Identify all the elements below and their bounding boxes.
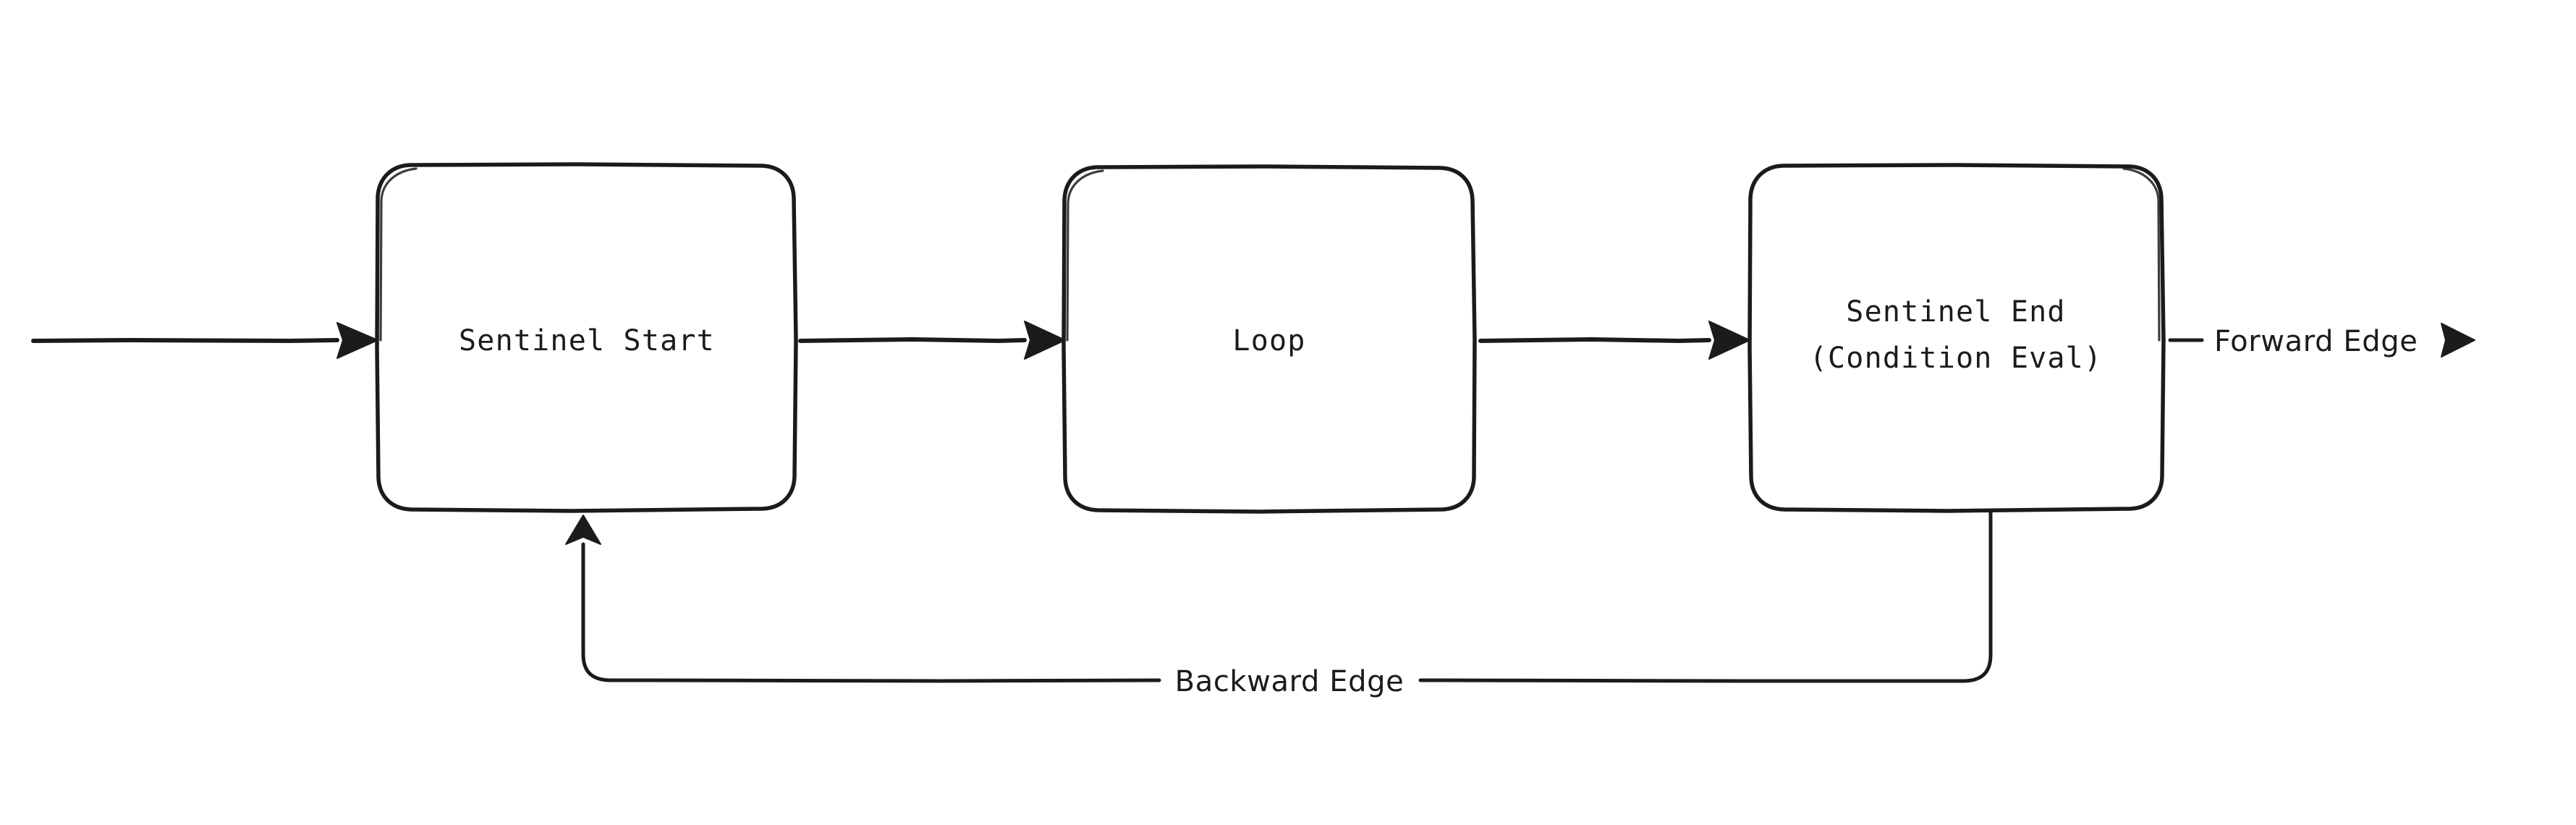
sentinel-end-shape xyxy=(1747,163,2166,513)
loop-to-end-line xyxy=(1478,337,1711,343)
sentinel-start-label: Sentinel Start xyxy=(459,324,715,358)
edge-start-to-loop[interactable] xyxy=(798,321,1066,360)
forward-edge-label: Forward Edge xyxy=(2214,325,2418,358)
sentinel-start-sketch-accent xyxy=(379,167,418,342)
edge-backward[interactable]: Backward Edge xyxy=(565,509,1993,698)
backward-edge-right-segment xyxy=(1418,509,1993,683)
entry-edge-line xyxy=(31,338,339,343)
start-to-loop-arrowhead xyxy=(1024,321,1066,360)
loop-sketch-accent xyxy=(1066,169,1104,342)
sentinel-end-label-line2: (Condition Eval) xyxy=(1810,342,2103,375)
edge-forward[interactable]: Forward Edge xyxy=(2168,323,2475,358)
loop-shape xyxy=(1062,164,1477,514)
loop-label: Loop xyxy=(1232,324,1305,358)
edge-loop-to-end[interactable] xyxy=(1478,321,1750,360)
sentinel-start-shape xyxy=(375,162,798,513)
backward-edge-left-segment xyxy=(581,542,1161,683)
sentinel-end-label-line1: Sentinel End xyxy=(1846,295,2065,329)
loop-to-end-arrowhead xyxy=(1708,321,1750,360)
backward-edge-label: Backward Edge xyxy=(1175,665,1404,698)
start-to-loop-line xyxy=(798,337,1027,343)
sentinel-end-sketch-accent xyxy=(2122,167,2161,342)
node-loop[interactable]: Loop xyxy=(1062,164,1477,514)
forward-edge-arrowhead xyxy=(2441,323,2475,358)
node-sentinel-start[interactable]: Sentinel Start xyxy=(375,162,798,513)
entry-edge-arrowhead xyxy=(336,322,378,359)
backward-edge-arrowhead xyxy=(565,515,601,545)
edge-entry[interactable] xyxy=(31,322,378,359)
node-sentinel-end[interactable]: Sentinel End (Condition Eval) xyxy=(1747,163,2166,513)
